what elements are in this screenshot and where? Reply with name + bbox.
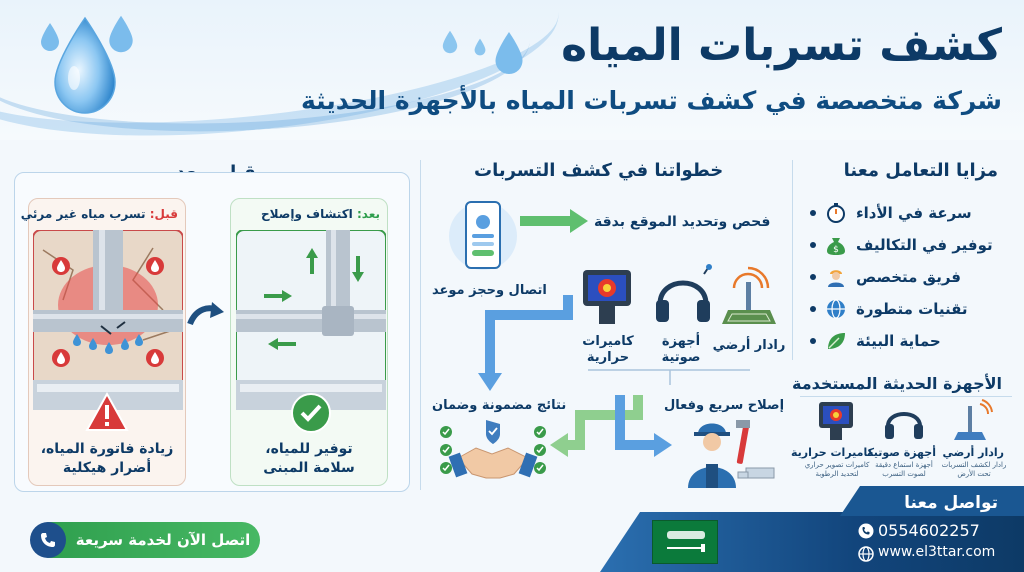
advantage-item-technology: تقنيات متطورة (810, 294, 1010, 324)
water-drop-icon (442, 30, 458, 54)
after-foot-line1: توفير للمياه، (265, 441, 353, 457)
device-desc-thermal: كاميرات تصوير حراري (804, 461, 870, 469)
headphones-icon (885, 412, 923, 439)
step-results-label: نتائج مضمونة وضمان (432, 398, 567, 413)
thermal-camera-icon (583, 270, 631, 324)
step-radar-label: رادار أرضي (712, 338, 786, 353)
after-heading: بعد: اكتشاف وإصلاح (238, 207, 380, 221)
contact-band (840, 486, 1024, 516)
contact-title: تواصل معنا (904, 493, 998, 513)
water-drop-icon (474, 38, 486, 56)
advantage-label: توفير في التكاليف (856, 236, 993, 254)
leaf-icon (824, 329, 848, 353)
before-foot-line2: أضرار هيكلية (62, 460, 152, 476)
advantage-label: تقنيات متطورة (856, 300, 968, 318)
ground-radar-icon (954, 399, 993, 440)
check-circle-icon (291, 393, 331, 433)
device-desc-thermal: لتحديد الرطوبة (815, 470, 859, 478)
step-thermal-label: كاميرات حرارية (582, 334, 634, 365)
after-foot-line2: سلامة المبنى (263, 460, 355, 476)
flow-arrows (478, 209, 750, 457)
device-label-thermal: كاميرات حرارية (791, 446, 874, 459)
ground-radar-icon (722, 266, 776, 324)
bullet-dot (810, 242, 816, 248)
before-text: تسرب مياه غير مرئي (20, 207, 146, 221)
device-desc-acoustic: أجهزة استماع دقيقة (875, 461, 933, 469)
water-drop-icon (109, 15, 133, 53)
website-link[interactable]: www.el3ttar.com (878, 544, 996, 560)
device-desc-acoustic: لصوت التسرب (882, 470, 926, 478)
advantage-label: فريق متخصص (856, 268, 961, 286)
call-now-label: اتصل الآن لخدمة سريعة (75, 531, 251, 549)
phone-icon (30, 522, 66, 558)
advantage-label: حماية البيئة (856, 332, 941, 350)
svg-text:$: $ (833, 245, 839, 255)
before-heading: قبل: تسرب مياه غير مرئي (21, 207, 178, 221)
bullet-dot (810, 210, 816, 216)
steps-heading: خطواتنا في كشف التسربات (474, 160, 724, 181)
worker-icon (824, 265, 848, 289)
phone-number[interactable]: 0554602257 (878, 521, 980, 540)
bullet-dot (810, 306, 816, 312)
call-now-button[interactable]: اتصل الآن لخدمة سريعة (30, 522, 260, 558)
money-bag-icon: $ (824, 233, 848, 257)
column-divider (792, 160, 793, 360)
after-text: اكتشاف وإصلاح (261, 207, 353, 221)
globe-icon (858, 546, 874, 562)
water-drop-icon (495, 32, 523, 74)
device-desc-radar: رادار لكشف التسربات (941, 461, 1007, 469)
header-banner: كشف تسربات المياه شركة متخصصة في كشف تسر… (0, 0, 1024, 140)
devices-heading: الأجهزة الحديثة المستخدمة (792, 374, 1002, 393)
technician-icon (688, 420, 775, 488)
bullet-dot (810, 274, 816, 280)
device-desc-radar: تحت الأرض (957, 470, 991, 478)
stopwatch-icon (824, 201, 848, 225)
device-label-acoustic: أجهزة صوتية (867, 446, 936, 459)
fixed-pipe-illustration (236, 230, 386, 410)
device-label-radar: رادار أرضي (942, 446, 1004, 459)
water-drop-icon (54, 16, 116, 114)
step-contact-label: اتصال وحجز موعد (432, 283, 547, 298)
thermal-camera-icon (819, 402, 853, 440)
globe-icon (824, 297, 848, 321)
advantage-item-team: فريق متخصص (810, 262, 1010, 292)
warning-icon (85, 392, 129, 431)
step-inspect-label: فحص وتحديد الموقع بدقة (594, 214, 771, 230)
page-title: كشف تسربات المياه (561, 20, 1002, 71)
devices-panel (800, 396, 1012, 496)
saudi-flag-icon (652, 520, 718, 564)
water-drop-icon (41, 23, 59, 51)
before-foot-line1: زيادة فاتورة المياه، (40, 441, 174, 457)
page-subtitle: شركة متخصصة في كشف تسربات المياه بالأجهز… (300, 86, 1002, 115)
arrow-right-icon (187, 302, 224, 326)
phone-app-icon (449, 201, 517, 270)
column-divider (420, 160, 421, 490)
after-prefix: بعد: (356, 207, 380, 221)
advantages-heading: مزايا التعامل معنا (843, 160, 998, 181)
advantage-label: سرعة في الأداء (856, 204, 972, 222)
step-repair-label: إصلاح سريع وفعال (664, 398, 785, 413)
advantage-item-speed: سرعة في الأداء (810, 198, 1010, 228)
advantage-item-environment: حماية البيئة (810, 326, 1010, 356)
handshake-icon (440, 420, 546, 479)
leaking-pipe-illustration (33, 230, 183, 410)
step-acoustic-label: أجهزة صوتية (661, 334, 701, 365)
before-prefix: قبل: (149, 207, 178, 221)
headphones-icon (656, 264, 712, 322)
advantage-item-savings: $ توفير في التكاليف (810, 230, 1010, 260)
phone-icon (858, 523, 874, 539)
bullet-dot (810, 338, 816, 344)
